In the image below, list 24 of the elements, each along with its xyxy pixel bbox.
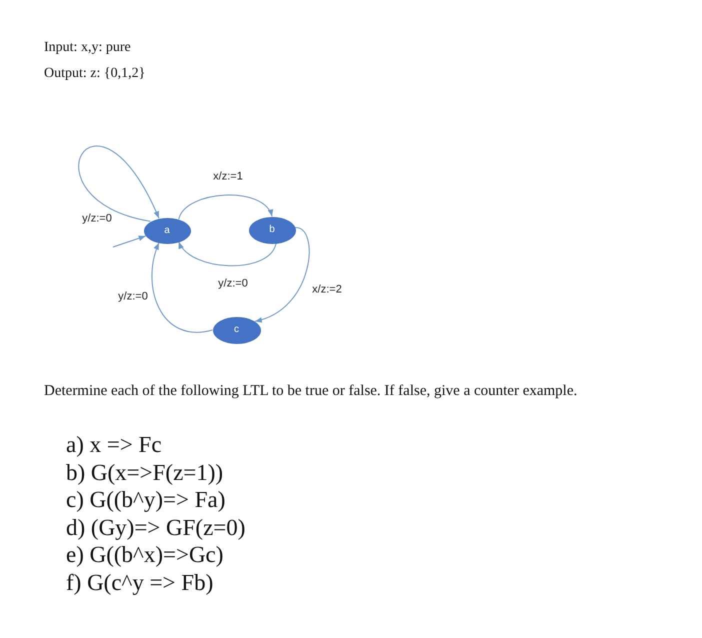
edge-label: y/z:=0 — [217, 278, 249, 290]
instruction-text: Determine each of the following LTL to be true or false. If false, give a counter example. — [44, 382, 578, 400]
question-text: a) x => Fc — [66, 431, 162, 459]
question-text: d) (Gy)=> GF(z=0) — [66, 514, 246, 542]
transition-arrow — [178, 194, 272, 220]
self-loop-arrow — [78, 146, 160, 222]
question-text: f) G(c^y => Fb) — [66, 569, 214, 597]
info-text: Output: z: {0,1,2} — [44, 65, 146, 82]
question-text: c) G((b^y)=> Fa) — [66, 486, 226, 514]
state-label: b — [269, 225, 275, 235]
question-text: e) G((b^x)=>Gc) — [66, 541, 224, 569]
initial-arrow — [112, 236, 146, 248]
state-ellipse — [212, 316, 260, 344]
question-text: b) G(x=>F(z=1)) — [66, 458, 224, 486]
edge-label: y/z:=0 — [117, 290, 149, 304]
state-label: c — [234, 325, 239, 335]
state-label: a — [164, 226, 170, 236]
transition-arrow — [254, 227, 310, 322]
info-text: Input: x,y: pure — [44, 39, 131, 56]
transition-arrow — [151, 242, 213, 333]
transition-arrow — [178, 241, 277, 266]
state-ellipse — [248, 216, 296, 244]
edge-label: y/z:=0 — [81, 212, 113, 226]
state-ellipse — [144, 218, 190, 244]
